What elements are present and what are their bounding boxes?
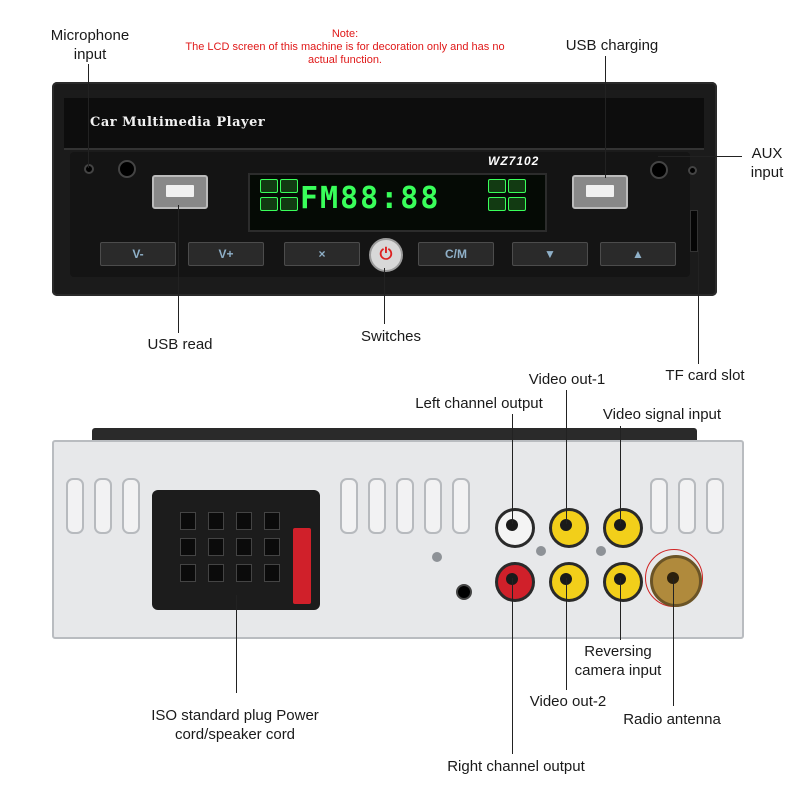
label-aux-input: AUX input [750,145,784,181]
tf-card-slot[interactable] [690,210,698,252]
label-radio-antenna: Radio antenna [623,711,721,728]
iso-pin [208,512,224,530]
aux-jack[interactable] [650,161,668,179]
power-switch-icon[interactable]: ⏻ [369,238,403,272]
video-out-1-rca-jack[interactable] [549,508,589,548]
lcd-readout: FM88:88 [300,181,441,216]
lcd-icon [280,197,298,211]
mode-button[interactable]: C/M [418,242,494,266]
screw [536,546,546,556]
reset-hole[interactable] [688,166,697,175]
vent-slot [122,478,140,534]
iso-pin [264,538,280,556]
screw [432,552,442,562]
label-tf-card-slot: TF card slot [665,367,745,384]
video-signal-input-rca-jack[interactable] [603,508,643,548]
callout-line [673,578,674,706]
vent-slot [396,478,414,534]
rca-center [506,519,518,531]
iso-red-fuse-block [293,528,311,604]
decoration-note: Note: The LCD screen of this machine is … [170,28,520,67]
vent-slot [424,478,442,534]
microphone-hole[interactable] [84,164,94,174]
lcd-icon [260,197,278,211]
vent-slot [94,478,112,534]
callout-line [658,156,742,157]
front-top-strip [64,98,704,150]
callout-line [605,56,606,178]
label-left-channel-output: Left channel output [415,395,543,412]
brand-label: Car Multimedia Player [90,115,266,130]
callout-line [698,250,699,364]
lcd-icon [488,197,506,211]
callout-line [566,578,567,690]
screw [596,546,606,556]
lcd-icon [280,179,298,193]
iso-pin [180,538,196,556]
down-button[interactable]: ▼ [512,242,588,266]
callout-line [620,578,621,640]
usb-read-port[interactable] [152,175,208,209]
vent-slot [650,478,668,534]
iso-pin [180,564,196,582]
label-switches: Switches [360,328,422,345]
lcd-screen: FM88:88 [248,173,547,232]
note-heading: Note: [331,28,359,40]
iso-pin [236,538,252,556]
callout-line [566,390,567,524]
vent-slot [706,478,724,534]
callout-line [88,64,89,168]
left-channel-rca-jack[interactable] [495,508,535,548]
iso-pin [264,564,280,582]
callout-line [178,205,179,333]
rca-center [560,519,572,531]
iso-pin [236,564,252,582]
right-channel-rca-jack[interactable] [495,562,535,602]
label-video-signal-input: Video signal input [602,406,722,423]
vent-slot [66,478,84,534]
lcd-icon [508,197,526,211]
vent-slot [340,478,358,534]
callout-line [236,595,237,693]
mute-button[interactable]: × [284,242,360,266]
vent-slot [678,478,696,534]
iso-connector[interactable] [152,490,320,610]
label-video-out-1: Video out-1 [528,371,606,388]
label-microphone-input: Microphone input [50,27,130,63]
up-button[interactable]: ▲ [600,242,676,266]
rca-center [614,519,626,531]
front-jack[interactable] [118,160,136,178]
model-label: WZ7102 [488,154,540,168]
radio-antenna-socket[interactable] [650,555,702,607]
callout-line [512,414,513,524]
callout-line [512,578,513,754]
label-reversing-camera-input: Reversing camera input [574,643,662,679]
iso-pin [208,564,224,582]
volume-up-button[interactable]: V+ [188,242,264,266]
note-text: The LCD screen of this machine is for de… [185,41,505,66]
label-iso-plug: ISO standard plug Power cord/speaker cor… [151,707,319,743]
vent-slot [368,478,386,534]
iso-pin [264,512,280,530]
usb-charging-port[interactable] [572,175,628,209]
vent-slot [452,478,470,534]
label-video-out-2: Video out-2 [529,693,607,710]
volume-down-button[interactable]: V- [100,242,176,266]
iso-pin [180,512,196,530]
reversing-camera-rca-jack[interactable] [603,562,643,602]
rear-aux-jack[interactable] [456,584,472,600]
lcd-icon [508,179,526,193]
iso-pin [236,512,252,530]
lcd-icon [488,179,506,193]
label-right-channel-output: Right channel output [447,758,585,775]
label-usb-charging: USB charging [565,37,659,54]
lcd-icon [260,179,278,193]
callout-line [620,426,621,524]
label-usb-read: USB read [147,336,213,353]
iso-pin [208,538,224,556]
callout-line [384,268,385,324]
video-out-2-rca-jack[interactable] [549,562,589,602]
